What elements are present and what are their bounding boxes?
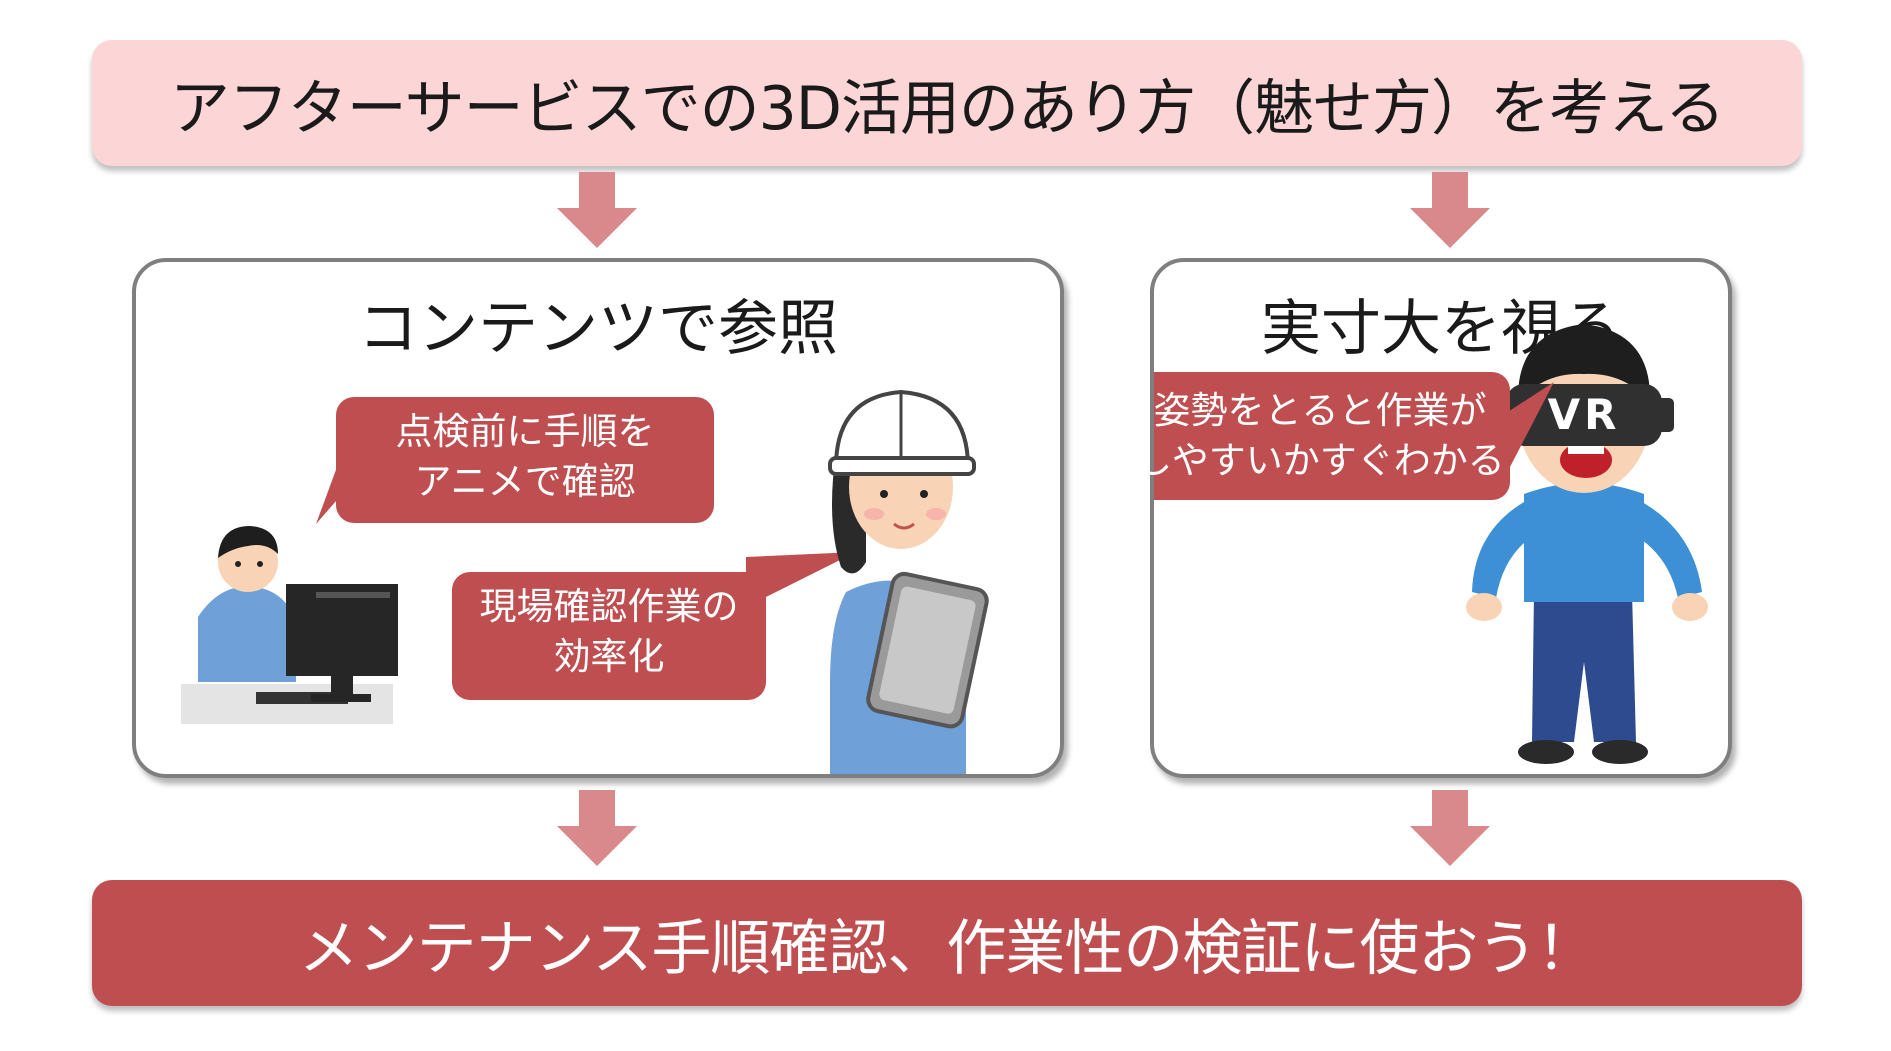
bubble-posture-line-1: 姿勢をとると作業が (1153, 389, 1487, 432)
speech-bubble-efficiency (452, 552, 856, 700)
bubble-efficiency-text: 現場確認作業の 効率化 (452, 582, 766, 682)
vr-person-illustration (1466, 324, 1708, 764)
bubble-posture-line-2: しやすいかすぐわかる (1135, 439, 1505, 482)
speech-bubble-posture (1154, 372, 1554, 500)
vr-headset-label: VR (1547, 390, 1621, 439)
bottom-banner: メンテナンス手順確認、作業性の検証に使おう！ (92, 880, 1802, 1006)
arrow-down-top-right (1410, 172, 1490, 248)
top-banner-text: アフターサービスでの3D活用のあり方（魅せ方）を考える (169, 73, 1725, 144)
speech-bubble-anime (316, 397, 714, 524)
arrow-down-bottom-right (1410, 790, 1490, 866)
arrow-down-bottom-left (557, 790, 637, 866)
panel-actual-size-view: 実寸大を視る (1135, 258, 1732, 778)
panel-content-reference: コンテンツで参照 (132, 258, 1064, 778)
bubble-posture-text: 姿勢をとると作業が しやすいかすぐわかる (1130, 386, 1510, 486)
office-worker-computer-illustration (181, 526, 398, 724)
bubble-anime-line-2: アニメで確認 (414, 460, 636, 503)
bubble-anime-text: 点検前に手順を アニメで確認 (336, 407, 714, 507)
field-worker-tablet-illustration (828, 389, 989, 774)
bottom-banner-text: メンテナンス手順確認、作業性の検証に使おう！ (298, 913, 1597, 984)
bubble-efficiency-line-1: 現場確認作業の (479, 585, 739, 628)
arrow-down-top-left (557, 172, 637, 248)
bubble-efficiency-line-2: 効率化 (553, 635, 665, 678)
bubble-anime-line-1: 点検前に手順を (395, 410, 655, 453)
top-banner: アフターサービスでの3D活用のあり方（魅せ方）を考える (92, 40, 1802, 166)
panel-title-content-reference: コンテンツで参照 (358, 294, 838, 364)
